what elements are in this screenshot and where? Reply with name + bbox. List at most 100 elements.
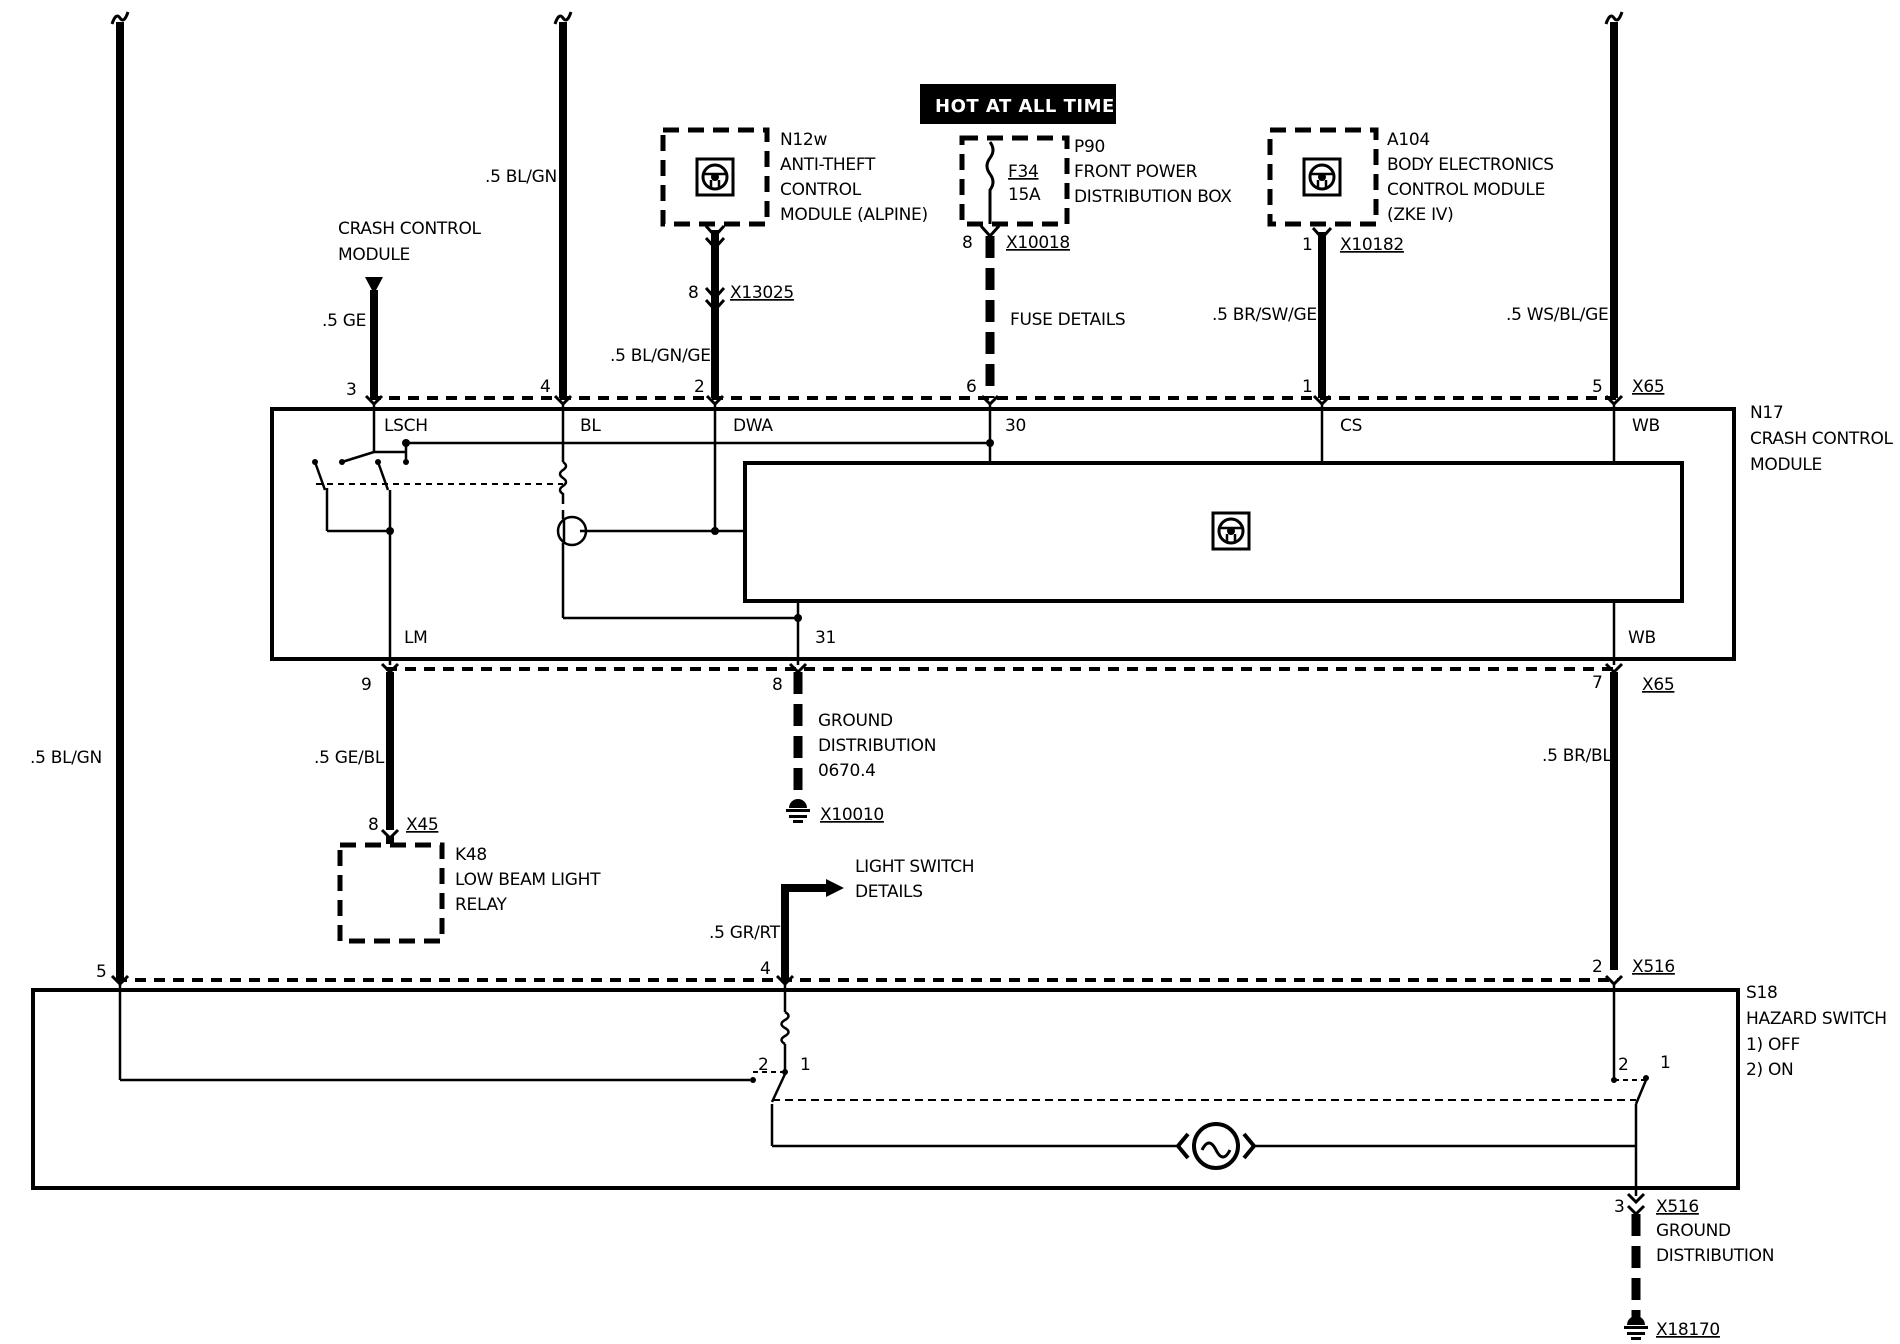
s18-line1: HAZARD SWITCH xyxy=(1746,1009,1887,1029)
n12w-connector: X13025 xyxy=(730,283,794,303)
a104-id: A104 xyxy=(1387,130,1430,150)
wire-left-bl-gn xyxy=(110,10,130,980)
p90-pin: 8 xyxy=(962,233,973,253)
s18-switch-box xyxy=(31,988,1740,1190)
ground-icon-2 xyxy=(1624,1316,1648,1340)
s18-connector: X516 xyxy=(1632,957,1675,977)
crash-input-wire-color: .5 GE xyxy=(322,311,366,331)
a104-ic-icon xyxy=(1302,157,1342,197)
s18-pin-4: 4 xyxy=(760,959,771,979)
s18-ground-connector: X516 xyxy=(1656,1197,1699,1217)
s18-id: S18 xyxy=(1746,983,1778,1003)
crash-input-name-2: MODULE xyxy=(338,245,410,265)
n17-line1: CRASH CONTROL xyxy=(1750,429,1894,449)
k48-pin: 8 xyxy=(368,815,379,835)
k48-line2: RELAY xyxy=(455,895,508,915)
ground2-line1: GROUND xyxy=(1656,1221,1731,1241)
p90-fuse-details: FUSE DETAILS xyxy=(1010,310,1125,330)
s18-left-pos-2: 2 xyxy=(758,1055,769,1075)
term-lm: LM xyxy=(404,628,428,648)
fuse-icon xyxy=(985,141,995,224)
n12w-line1: ANTI-THEFT xyxy=(780,155,876,175)
crash-input-name-1: CRASH CONTROL xyxy=(338,219,482,239)
a104-pin: 1 xyxy=(1302,235,1313,255)
n17-top-pins: 3 4 2 6 1 5 xyxy=(346,377,1603,400)
n17-pin-1: 1 xyxy=(1302,377,1313,397)
n17-ic-icon xyxy=(1211,511,1251,551)
p90-fuse: F34 xyxy=(1008,162,1039,182)
a104-wire-color: .5 BR/SW/GE xyxy=(1212,305,1317,325)
a104-module-box xyxy=(1267,127,1379,227)
p90-id: P90 xyxy=(1074,137,1105,157)
n12w-id: N12w xyxy=(780,130,827,150)
light-switch-line1: LIGHT SWITCH xyxy=(855,857,974,877)
term-bl: BL xyxy=(580,416,601,436)
n12w-ic-icon xyxy=(695,157,735,197)
n17-connector-top: X65 xyxy=(1632,377,1664,397)
n17-top-terms: LSCH BL DWA 30 CS WB xyxy=(384,416,1660,436)
term-30: 30 xyxy=(1005,416,1026,436)
p90-amps: 15A xyxy=(1008,185,1041,205)
wire-color-left: .5 BL/GN xyxy=(30,748,102,768)
ground-icon xyxy=(786,799,810,823)
ground2-line2: DISTRIBUTION xyxy=(1656,1246,1774,1266)
n17-internal-circuit xyxy=(312,404,1616,665)
wire-mid-bl-gn xyxy=(553,10,573,398)
term-wb-top: WB xyxy=(1632,416,1660,436)
s18-state1: 1) OFF xyxy=(1746,1035,1800,1055)
light-switch-line2: DETAILS xyxy=(855,882,923,902)
n17-pin-9: 9 xyxy=(361,675,372,695)
n17-pin-3: 3 xyxy=(346,380,357,400)
ground1-line2: DISTRIBUTION xyxy=(818,736,936,756)
term-lsch: LSCH xyxy=(384,416,428,436)
hazard-lamp-icon xyxy=(1175,1122,1257,1170)
p90-connector: X10018 xyxy=(1006,233,1070,253)
p90-line1: FRONT POWER xyxy=(1074,162,1198,182)
a104-connector: X10182 xyxy=(1340,235,1404,255)
n17-pin-2: 2 xyxy=(694,377,705,397)
n17-pin-4: 4 xyxy=(540,377,551,397)
right-mid-wire-color: .5 BR/BL xyxy=(1542,746,1612,766)
s18-left-pos-1: 1 xyxy=(800,1055,811,1075)
n17-pin-7: 7 xyxy=(1592,673,1603,693)
k48-id: K48 xyxy=(455,845,487,865)
n12w-module-box xyxy=(660,127,770,227)
s18-internal-circuit xyxy=(118,984,1649,1196)
s18-pin-5: 5 xyxy=(96,962,107,982)
s18-state2: 2) ON xyxy=(1746,1060,1793,1080)
light-switch-arrow-icon xyxy=(826,879,844,897)
n17-id: N17 xyxy=(1750,403,1783,423)
p90-fuse-box xyxy=(959,135,1070,227)
a104-line2: CONTROL MODULE xyxy=(1387,180,1545,200)
light-switch-wire-color: .5 GR/RT xyxy=(709,923,781,943)
term-cs: CS xyxy=(1340,416,1362,436)
crash-input-arrow-icon xyxy=(365,277,383,294)
a104-line3: (ZKE IV) xyxy=(1387,205,1453,225)
term-wb-bottom: WB xyxy=(1628,628,1656,648)
k48-relay-box xyxy=(337,842,445,944)
n17-pin-5: 5 xyxy=(1592,377,1603,397)
banner-text: HOT AT ALL TIMES xyxy=(935,96,1128,117)
s18-right-pos-1: 1 xyxy=(1660,1053,1671,1073)
n12w-wire-color: .5 BL/GN/GE xyxy=(610,346,711,366)
term-31: 31 xyxy=(815,628,836,648)
k48-line1: LOW BEAM LIGHT xyxy=(455,870,601,890)
n17-line2: MODULE xyxy=(1750,455,1822,475)
s18-pin-2: 2 xyxy=(1592,957,1603,977)
n17-pin-6: 6 xyxy=(966,377,977,397)
n17-module-box xyxy=(270,407,1736,661)
p90-line2: DISTRIBUTION BOX xyxy=(1074,187,1232,207)
n12w-pin: 8 xyxy=(688,283,699,303)
s18-right-pos-2: 2 xyxy=(1618,1055,1629,1075)
ground2-point: X18170 xyxy=(1656,1320,1720,1340)
n17-pin-8: 8 xyxy=(772,675,783,695)
n17-bottom-terms: LM 31 WB xyxy=(404,628,1656,648)
n12w-line2: CONTROL xyxy=(780,180,862,200)
ground1-line3: 0670.4 xyxy=(818,761,876,781)
k48-wire-color: .5 GE/BL xyxy=(314,748,385,768)
a104-line1: BODY ELECTRONICS xyxy=(1387,155,1554,175)
ground1-line1: GROUND xyxy=(818,711,893,731)
k48-connector: X45 xyxy=(406,815,438,835)
n17-connector-bottom: X65 xyxy=(1642,675,1674,695)
